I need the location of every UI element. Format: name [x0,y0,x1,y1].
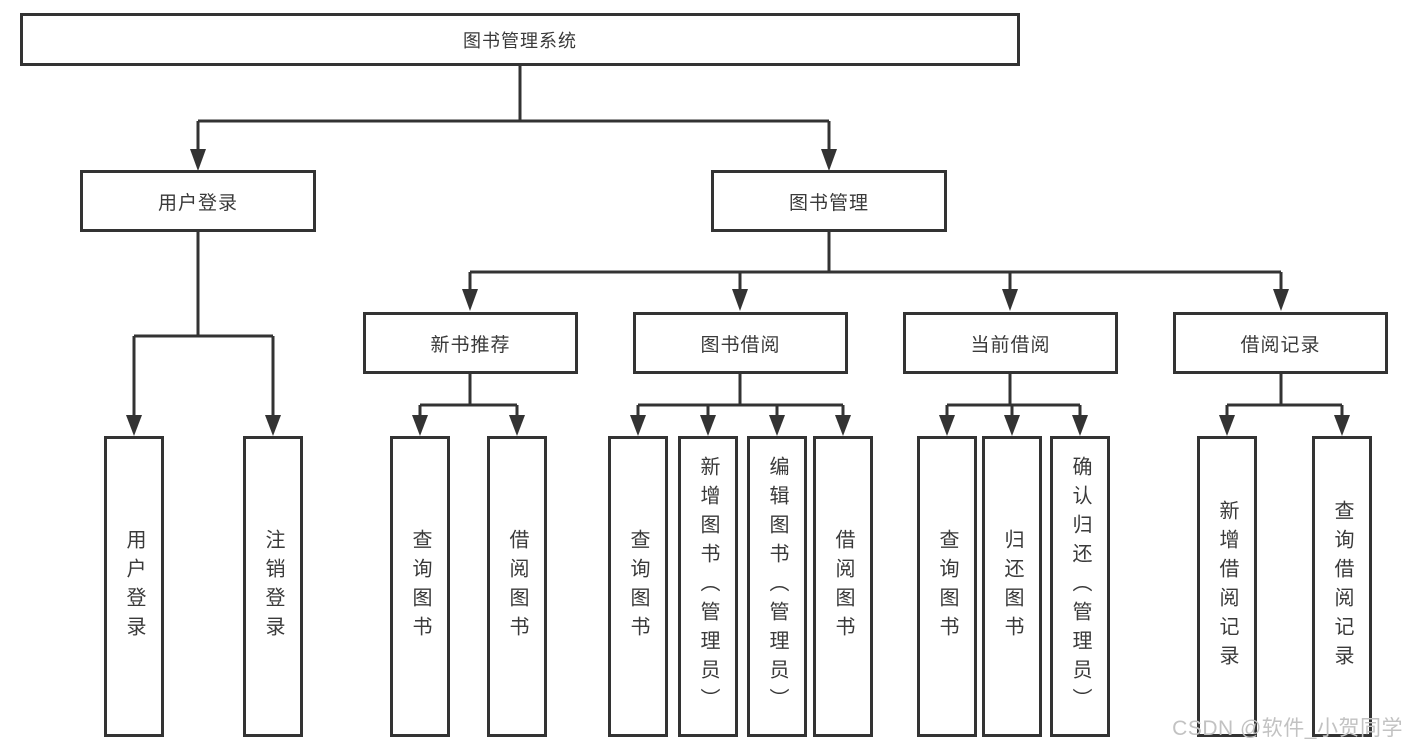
node-new-book-recommend: 新书推荐 [363,312,578,374]
leaf-label: 查询图书 [409,528,431,645]
leaf-label: 查询图书 [936,528,958,645]
leaf-label: 借阅图书 [832,528,854,645]
leaf-record-add-borrow-record: 新增借阅记录 [1197,436,1257,737]
leaf-label: 新增借阅记录 [1216,499,1238,674]
csdn-watermark: CSDN @软件_小贺同学 [1172,717,1403,740]
leaf-borrow-borrow-books: 借阅图书 [813,436,873,737]
leaf-label: 用户登录 [123,528,145,645]
connector-borrow-record-to-leaves [1219,374,1350,436]
leaf-new-book-borrow-books: 借阅图书 [487,436,547,737]
node-label: 当前借阅 [970,334,1051,356]
node-user-login: 用户登录 [80,170,316,232]
connector-new-book-to-leaves [412,374,525,436]
connector-current-borrow-to-leaves [939,374,1088,436]
leaf-label: 查询图书 [627,528,649,645]
node-label: 用户登录 [157,192,238,214]
leaf-user-login: 用户登录 [104,436,164,737]
node-label: 图书管理 [788,192,869,214]
node-borrow-record: 借阅记录 [1173,312,1388,374]
leaf-record-query-borrow-record: 查询借阅记录 [1312,436,1372,737]
leaf-logout: 注销登录 [243,436,303,737]
connector-book-mgmt-to-modules [462,232,1289,311]
leaf-current-query-books: 查询图书 [917,436,977,737]
leaf-label: 查询借阅记录 [1331,499,1353,674]
leaf-borrow-query-books: 查询图书 [608,436,668,737]
connector-root-to-branches [190,66,837,171]
leaf-label: 新增图书（管理员） [697,456,719,717]
node-current-borrow: 当前借阅 [903,312,1118,374]
node-label: 图书管理系统 [463,30,577,51]
node-label: 图书借阅 [700,334,781,356]
leaf-borrow-edit-books-admin: 编辑图书（管理员） [747,436,807,737]
connector-book-borrow-to-leaves [630,374,851,436]
leaf-label: 编辑图书（管理员） [766,456,788,717]
leaf-current-confirm-return-admin: 确认归还（管理员） [1050,436,1110,737]
node-system-root: 图书管理系统 [20,13,1020,66]
leaf-label: 归还图书 [1001,528,1023,645]
node-book-borrow: 图书借阅 [633,312,848,374]
leaf-label: 借阅图书 [506,528,528,645]
node-label: 借阅记录 [1240,334,1321,356]
leaf-label: 确认归还（管理员） [1069,456,1091,717]
node-book-management: 图书管理 [711,170,947,232]
leaf-label: 注销登录 [262,528,284,645]
connector-user-login-to-leaves [126,232,281,436]
node-label: 新书推荐 [430,334,511,356]
leaf-current-return-books: 归还图书 [982,436,1042,737]
leaf-new-book-query-books: 查询图书 [390,436,450,737]
leaf-borrow-add-books-admin: 新增图书（管理员） [678,436,738,737]
